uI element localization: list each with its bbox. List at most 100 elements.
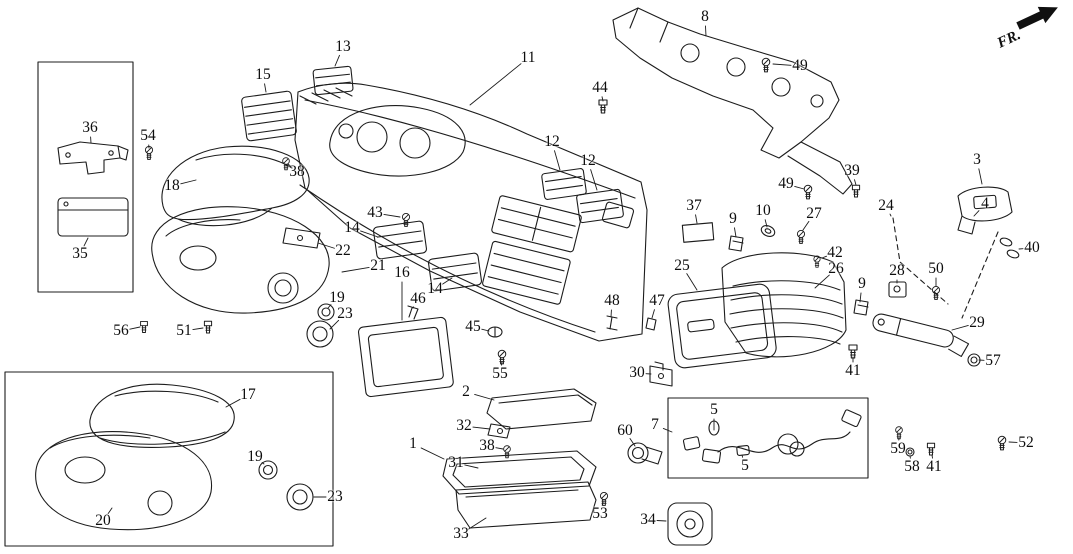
part-20-column-cover-lower (35, 431, 213, 531)
group-box-column-lower (4, 371, 334, 547)
leader-line-11 (469, 63, 522, 106)
leader-layer (83, 25, 1024, 530)
leader-line-26 (814, 274, 830, 289)
leader-line-38 (287, 163, 291, 167)
part-49-screw-a (761, 57, 771, 73)
part-47-clip (645, 317, 657, 331)
leader-line-7 (662, 427, 673, 433)
leader-line-56 (129, 326, 141, 330)
leader-line-21 (341, 267, 370, 273)
part-53-screw (599, 491, 609, 506)
leader-line-27 (802, 220, 810, 231)
part-30-bracket (649, 361, 673, 387)
leader-line-5 (741, 454, 744, 458)
part-59-screw (895, 426, 903, 440)
part-33-console-housing (455, 481, 597, 529)
part-5-7-wire-harness (682, 409, 862, 464)
leader-line-12 (554, 150, 561, 171)
leader-line-34 (656, 520, 667, 522)
leader-line-2 (474, 394, 495, 401)
leader-line-33 (468, 517, 487, 530)
reference-dashed-lines (892, 217, 999, 319)
part-58-washer (905, 447, 915, 457)
part-19-ring-a (317, 303, 335, 321)
part-51-bolt (203, 320, 213, 334)
leader-line-44 (601, 96, 604, 102)
leader-line-49 (772, 63, 792, 66)
part-36-bracket (57, 141, 129, 175)
part-57-grommet (967, 353, 981, 367)
fr-label: FR. (994, 27, 1023, 52)
leader-line-38 (495, 447, 504, 450)
part-32-bracket (487, 423, 511, 439)
leader-line-18 (180, 179, 197, 185)
part-41-bolt-a (848, 344, 858, 359)
leader-line-60 (629, 438, 636, 447)
leader-line-23 (329, 319, 340, 330)
leader-line-35 (83, 237, 89, 247)
part-46-clip (407, 305, 419, 320)
leader-line-8 (705, 25, 707, 37)
part-3-4-bracket (957, 186, 1020, 259)
leader-line-3 (978, 168, 983, 185)
part-29-damper (872, 313, 970, 357)
fr-direction-arrow (1016, 6, 1058, 30)
leader-line-9 (859, 292, 862, 303)
part-12-center-vent-a (541, 168, 587, 200)
part-9-clip-b (853, 299, 869, 316)
leader-line-19 (327, 304, 332, 309)
part-15-side-vent (241, 90, 297, 142)
leader-line-10 (764, 219, 768, 228)
part-8-frame-beam (612, 7, 853, 195)
part-17-column-cover-upper (89, 383, 235, 448)
leader-line-41 (931, 454, 933, 459)
leader-line-20 (107, 507, 113, 515)
leader-line-12 (590, 169, 598, 191)
leader-line-19 (261, 462, 265, 465)
leader-line-31 (464, 464, 479, 469)
leader-line-46 (412, 306, 415, 309)
group-box-left (37, 61, 134, 293)
leader-line-49 (794, 185, 805, 190)
leader-line-45 (481, 328, 490, 332)
leader-line-15 (264, 83, 267, 93)
leader-line-47 (651, 309, 655, 319)
leader-line-42 (821, 255, 828, 259)
part-26-glovebox-housing (721, 252, 847, 358)
part-10-grommet (760, 225, 776, 237)
part-22-bracket (282, 227, 321, 249)
leader-line-24 (889, 213, 892, 217)
part-41-bolt-b (926, 442, 936, 456)
part-16-pocket (357, 316, 454, 398)
leader-line-25 (686, 273, 698, 291)
part-28-bracket (888, 281, 907, 298)
part-60-lighter (627, 442, 663, 465)
leader-line-14 (360, 230, 379, 238)
part-35-control-unit (57, 197, 129, 237)
leader-line-13 (334, 54, 340, 67)
leader-line-14 (442, 277, 453, 285)
leader-line-39 (854, 179, 857, 186)
leader-line-55 (501, 361, 503, 366)
part-25-glovebox-lid (667, 283, 777, 369)
part-19-ring-b (258, 460, 278, 480)
part-43-screw (401, 212, 411, 227)
leader-line-17 (225, 398, 241, 408)
part-13-vent (312, 65, 354, 96)
part-45-clip (487, 326, 503, 338)
leader-line-4 (973, 210, 980, 217)
part-14-vent-b (427, 252, 483, 292)
part-48-clip (606, 315, 618, 331)
part-23-ring-b (286, 483, 314, 511)
part-52-screw (997, 435, 1007, 451)
leader-line-9 (734, 227, 737, 238)
part-21-column-cover-lower (151, 206, 330, 314)
leader-line-53 (601, 501, 604, 506)
part-2-tray (486, 388, 597, 430)
part-12-center-vent-b (576, 188, 624, 224)
leader-line-1 (420, 447, 445, 460)
part-9-clip-a (728, 235, 744, 252)
part-56-bolt (140, 320, 148, 333)
leader-line-29 (951, 324, 969, 331)
